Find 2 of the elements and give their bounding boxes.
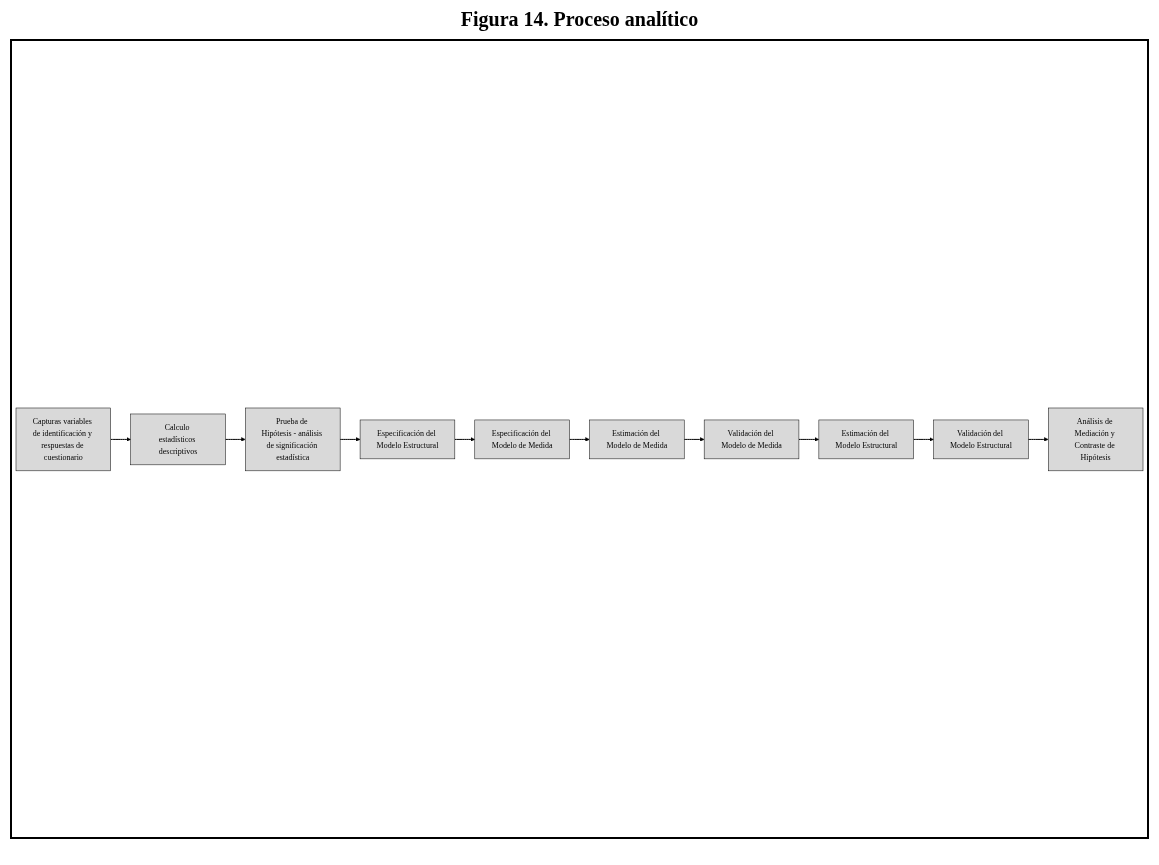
- arrow: [454, 436, 475, 442]
- diagram-title: Figura 14. Proceso analítico: [459, 8, 700, 31]
